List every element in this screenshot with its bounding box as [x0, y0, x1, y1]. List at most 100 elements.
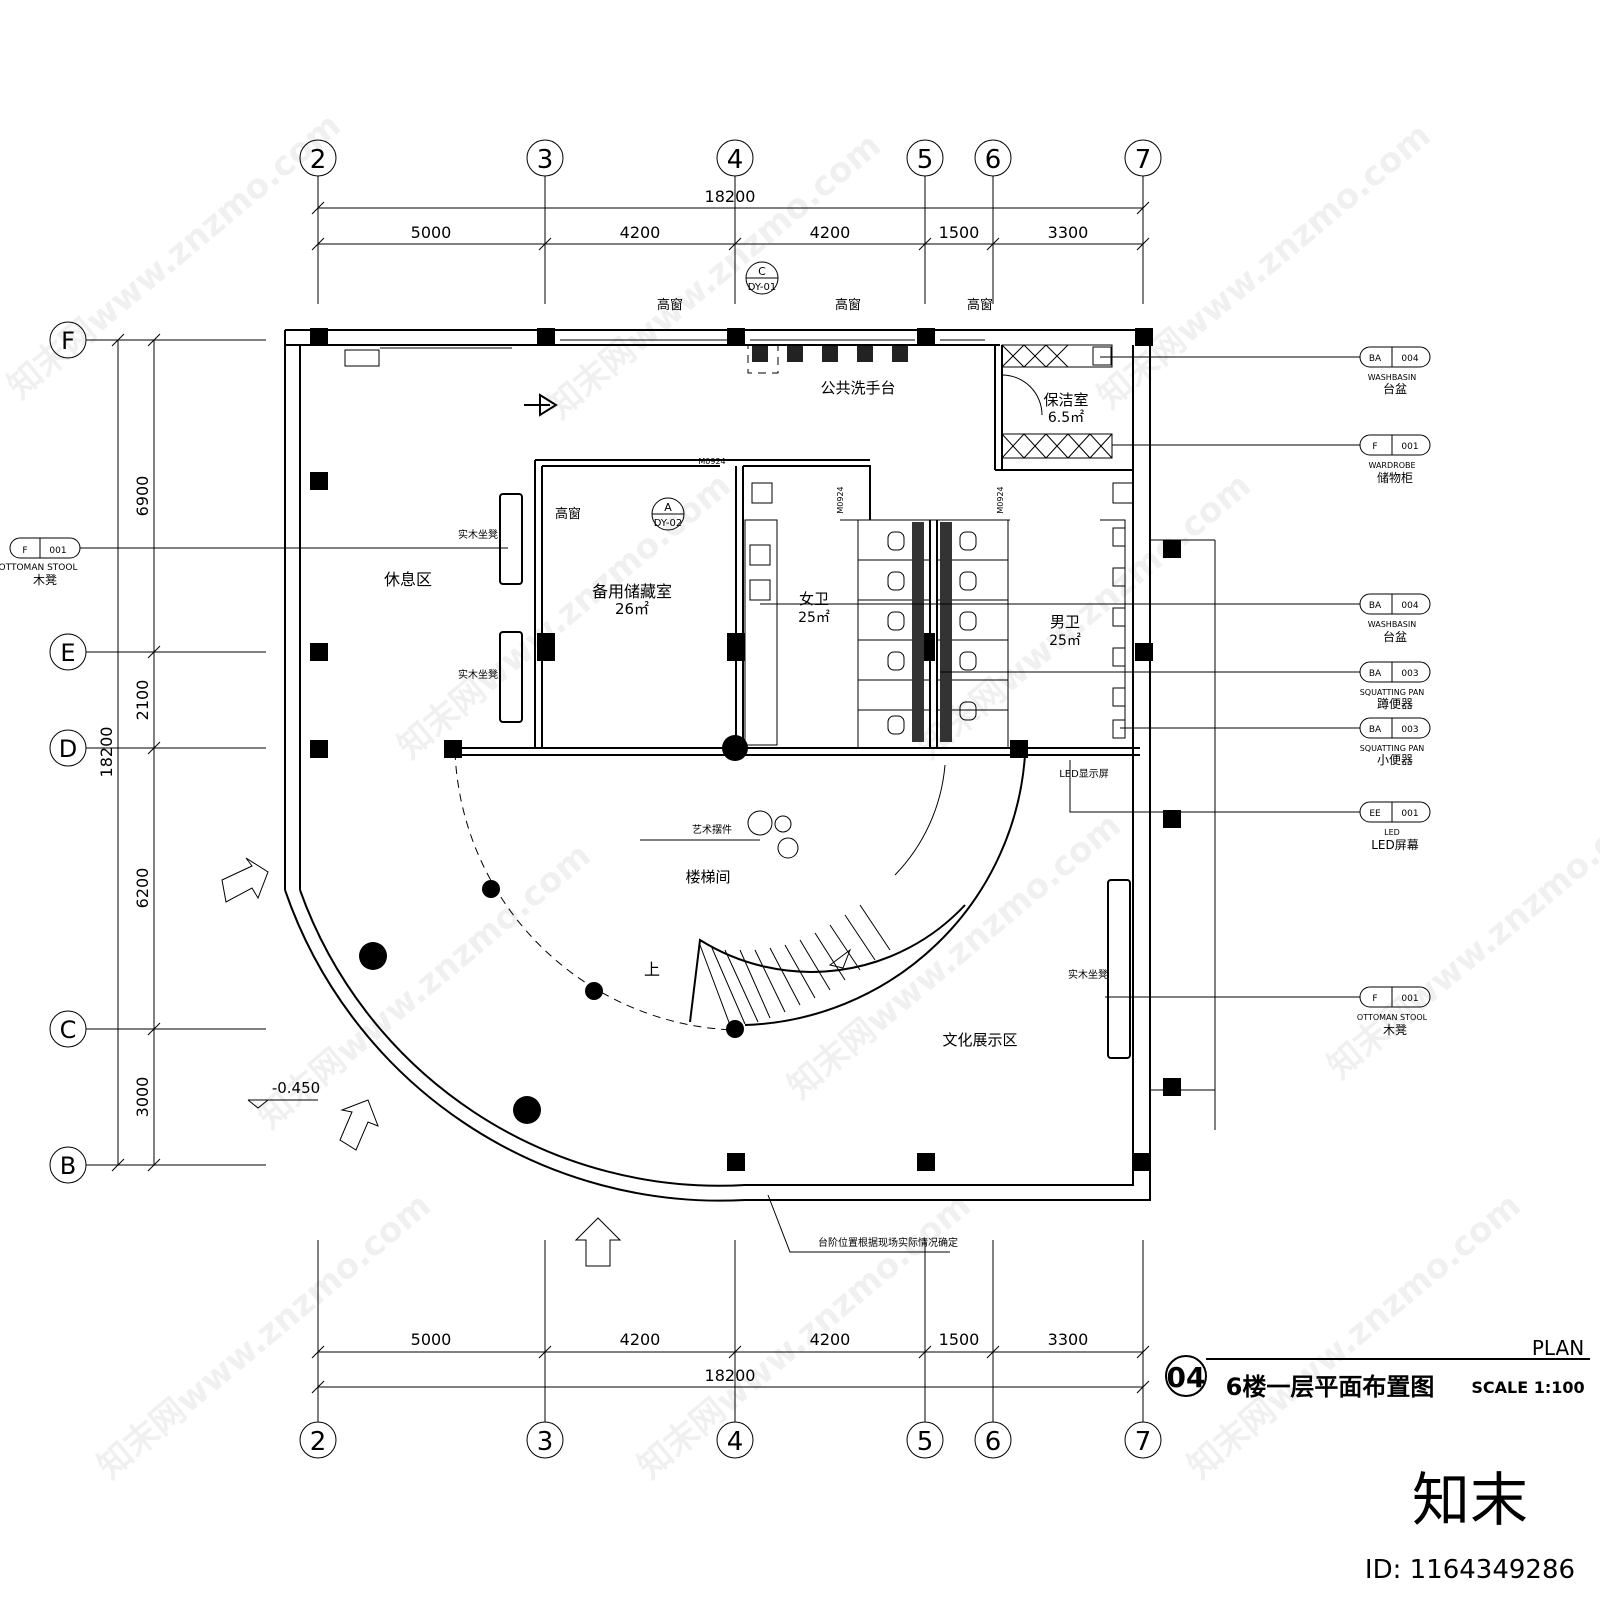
- round-column: [585, 982, 603, 1000]
- tags-right: BA 004 WASHBASIN 台盆 F 001 WARDROBE 储物柜 B…: [760, 346, 1431, 1037]
- watermark-text: 知末网www.znzmo.com: [910, 465, 1259, 767]
- dim-segment: 3000: [133, 1077, 152, 1118]
- tag: BA 003 SQUATTING PAN 小便器: [1359, 717, 1431, 767]
- grid-label: 4: [727, 145, 744, 175]
- mop-sink: [1112, 482, 1134, 504]
- room-label-womens: 女卫: [799, 590, 829, 608]
- wardrobe-top: [1001, 344, 1113, 368]
- grid-label: 7: [1135, 145, 1152, 175]
- dim-segment: 4200: [810, 223, 851, 242]
- column: [1163, 540, 1181, 558]
- tag-cn: 台盆: [1383, 629, 1407, 644]
- dim-total: 18200: [705, 187, 756, 206]
- art-label: 艺术摆件: [692, 823, 732, 836]
- annotations: 高窗 高窗 高窗 高窗 实木坐凳 实木坐凳 实木坐凳 艺术摆件 LED显示屏 上…: [247, 297, 1109, 1253]
- urinal: [1112, 527, 1126, 547]
- entry-arrows: [221, 393, 622, 1267]
- column: [1163, 810, 1181, 828]
- led-label: LED显示屏: [1059, 768, 1109, 780]
- column: [727, 328, 745, 346]
- washbasin: [857, 346, 873, 362]
- tag-code: BA: [1369, 669, 1382, 679]
- watermark-text: 知末网www.znzmo.com: [1320, 785, 1600, 1087]
- grid-label: 2: [310, 145, 327, 175]
- column: [727, 1153, 745, 1171]
- watermark-text: 知末网www.znzmo.com: [0, 105, 349, 407]
- structural-columns: [310, 328, 1181, 1171]
- section-mark-c: C DY-01: [745, 261, 779, 295]
- grid-label: 6: [985, 145, 1002, 175]
- round-column: [726, 1020, 744, 1038]
- tag-num: 004: [1401, 354, 1418, 364]
- grid-label: 3: [537, 1427, 554, 1457]
- squatting-pan: [959, 651, 977, 671]
- washbasin: [749, 544, 771, 566]
- tag-cn: 储物柜: [1377, 470, 1413, 485]
- tag-code: F: [1372, 442, 1377, 452]
- column: [444, 740, 462, 758]
- dim-total: 18200: [705, 1366, 756, 1385]
- drawing-title: 6楼一层平面布置图: [1226, 1373, 1435, 1401]
- door-code: M0924: [698, 457, 725, 466]
- dim-segment: 1500: [939, 223, 980, 242]
- watermark-text: 知末网www.znzmo.com: [1180, 1185, 1529, 1487]
- high-window-label: 高窗: [555, 506, 581, 522]
- bench-label: 实木坐凳: [458, 528, 498, 541]
- brand-logo: 知末: [1412, 1466, 1528, 1534]
- room-label-stair: 楼梯间: [685, 868, 730, 886]
- squatting-pan: [887, 651, 905, 671]
- room-label-rest: 休息区: [384, 570, 432, 589]
- drawing-scale: SCALE 1:100: [1471, 1378, 1584, 1397]
- watermark-layer: 知末网www.znzmo.com 知末网www.znzmo.com 知末网www…: [0, 105, 1600, 1487]
- grid-label: 4: [727, 1427, 744, 1457]
- section-mark-bottom: DY-01: [748, 282, 776, 293]
- column: [917, 328, 935, 346]
- round-column: [722, 735, 748, 761]
- grid-rows: F E D C B: [49, 321, 266, 1184]
- column: [537, 328, 555, 346]
- tag-cn: 木凳: [33, 572, 57, 587]
- mop-sink: [1092, 346, 1112, 366]
- urinal: [1112, 567, 1126, 587]
- column: [310, 328, 328, 346]
- washbasin: [892, 346, 908, 362]
- column: [537, 633, 555, 661]
- column: [1133, 1153, 1151, 1171]
- benches: [499, 493, 1131, 1059]
- column: [1163, 1078, 1181, 1096]
- bench-label: 实木坐凳: [458, 668, 498, 681]
- column: [1135, 643, 1153, 661]
- dim-segment: 4200: [620, 1330, 661, 1349]
- bench-label: 实木坐凳: [1068, 968, 1108, 981]
- squatting-pan: [959, 611, 977, 631]
- tag-cn: 蹲便器: [1377, 697, 1413, 711]
- step-note: 台阶位置根据现场实际情况确定: [818, 1236, 958, 1249]
- entry-arrow-icon: [339, 1099, 379, 1151]
- room-label-wash: 公共洗手台: [820, 379, 895, 397]
- tag-en: OTTOMAN STOOL: [1357, 1013, 1428, 1022]
- dim-segment: 6900: [133, 476, 152, 517]
- tag-num: 003: [1401, 669, 1418, 679]
- grid-label: 2: [310, 1427, 327, 1457]
- title-block: 04 PLAN 6楼一层平面布置图 SCALE 1:100: [1165, 1336, 1590, 1401]
- tag: EE 001 LED LED屏幕: [1359, 801, 1431, 852]
- dimensions-left: 18200 6900 2100 6200 3000: [97, 333, 161, 1172]
- urinal: [1112, 719, 1126, 739]
- dim-segment: 1500: [939, 1330, 980, 1349]
- tag-cn: 木凳: [1383, 1022, 1407, 1037]
- public-washbasin-row: [747, 344, 908, 374]
- urinal: [1112, 647, 1126, 667]
- drawing-number: 04: [1167, 1361, 1206, 1394]
- tag-code: BA: [1369, 354, 1382, 364]
- dim-segment: 4200: [620, 223, 661, 242]
- tag: BA 004 WASHBASIN 台盆: [1359, 593, 1431, 644]
- room-area-storage: 26㎡: [615, 600, 649, 618]
- tag-en: WASHBASIN: [1368, 373, 1416, 382]
- urinal: [1112, 687, 1126, 707]
- column: [310, 643, 328, 661]
- squatting-pan: [887, 611, 905, 631]
- tag-en: SQUATTING PAN: [1360, 744, 1425, 753]
- column: [310, 472, 328, 490]
- dim-segment: 2100: [133, 680, 152, 721]
